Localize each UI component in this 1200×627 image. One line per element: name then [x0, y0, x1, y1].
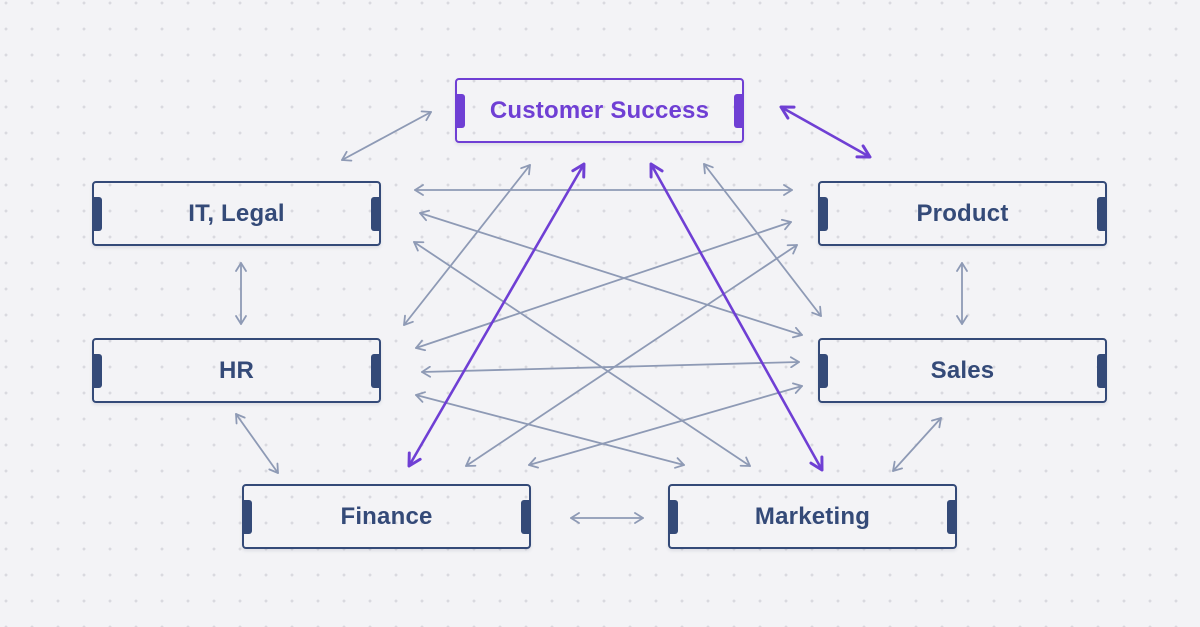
- node-sales[interactable]: Sales: [818, 338, 1107, 403]
- node-finance[interactable]: Finance: [242, 484, 531, 549]
- node-product[interactable]: Product: [818, 181, 1107, 246]
- connection-handle-left[interactable]: [820, 353, 828, 388]
- connection-handle-left[interactable]: [670, 499, 678, 534]
- connector-marketing-customer-success[interactable]: [649, 162, 824, 472]
- connection-handle-left[interactable]: [94, 196, 102, 231]
- node-marketing[interactable]: Marketing: [668, 484, 957, 549]
- connector-customer-success-sales[interactable]: [703, 163, 822, 317]
- connector-hr-product[interactable]: [415, 218, 792, 352]
- connector-it-legal-marketing[interactable]: [413, 241, 751, 467]
- connection-handle-right[interactable]: [1097, 353, 1105, 388]
- node-label: Product: [916, 199, 1009, 227]
- connection-handle-right[interactable]: [947, 499, 955, 534]
- node-label: Customer Success: [489, 96, 710, 124]
- connector-hr-finance[interactable]: [235, 413, 279, 474]
- node-label: Marketing: [754, 502, 871, 530]
- node-label: Finance: [340, 502, 433, 530]
- connector-customer-success-product[interactable]: [779, 105, 872, 159]
- connection-handle-right[interactable]: [734, 93, 742, 128]
- connector-sales-marketing[interactable]: [892, 417, 942, 472]
- connection-handle-left[interactable]: [457, 93, 465, 128]
- connection-handle-left[interactable]: [244, 499, 252, 534]
- connection-handle-right[interactable]: [1097, 196, 1105, 231]
- connector-finance-customer-success[interactable]: [407, 162, 586, 468]
- connection-handle-right[interactable]: [371, 353, 379, 388]
- connector-hr-customer-success[interactable]: [403, 164, 531, 326]
- connection-handle-left[interactable]: [94, 353, 102, 388]
- node-label: HR: [218, 356, 255, 384]
- node-label: Sales: [930, 356, 995, 384]
- connection-handle-right[interactable]: [371, 196, 379, 231]
- node-hr[interactable]: HR: [92, 338, 381, 403]
- node-customer-success[interactable]: Customer Success: [455, 78, 744, 143]
- connection-handle-right[interactable]: [521, 499, 529, 534]
- connector-hr-marketing[interactable]: [415, 391, 685, 469]
- node-it-legal[interactable]: IT, Legal: [92, 181, 381, 246]
- node-label: IT, Legal: [188, 199, 285, 227]
- connector-it-legal-customer-success[interactable]: [341, 110, 432, 162]
- connection-handle-left[interactable]: [820, 196, 828, 231]
- connector-finance-sales[interactable]: [528, 382, 803, 469]
- connector-finance-product[interactable]: [465, 244, 798, 467]
